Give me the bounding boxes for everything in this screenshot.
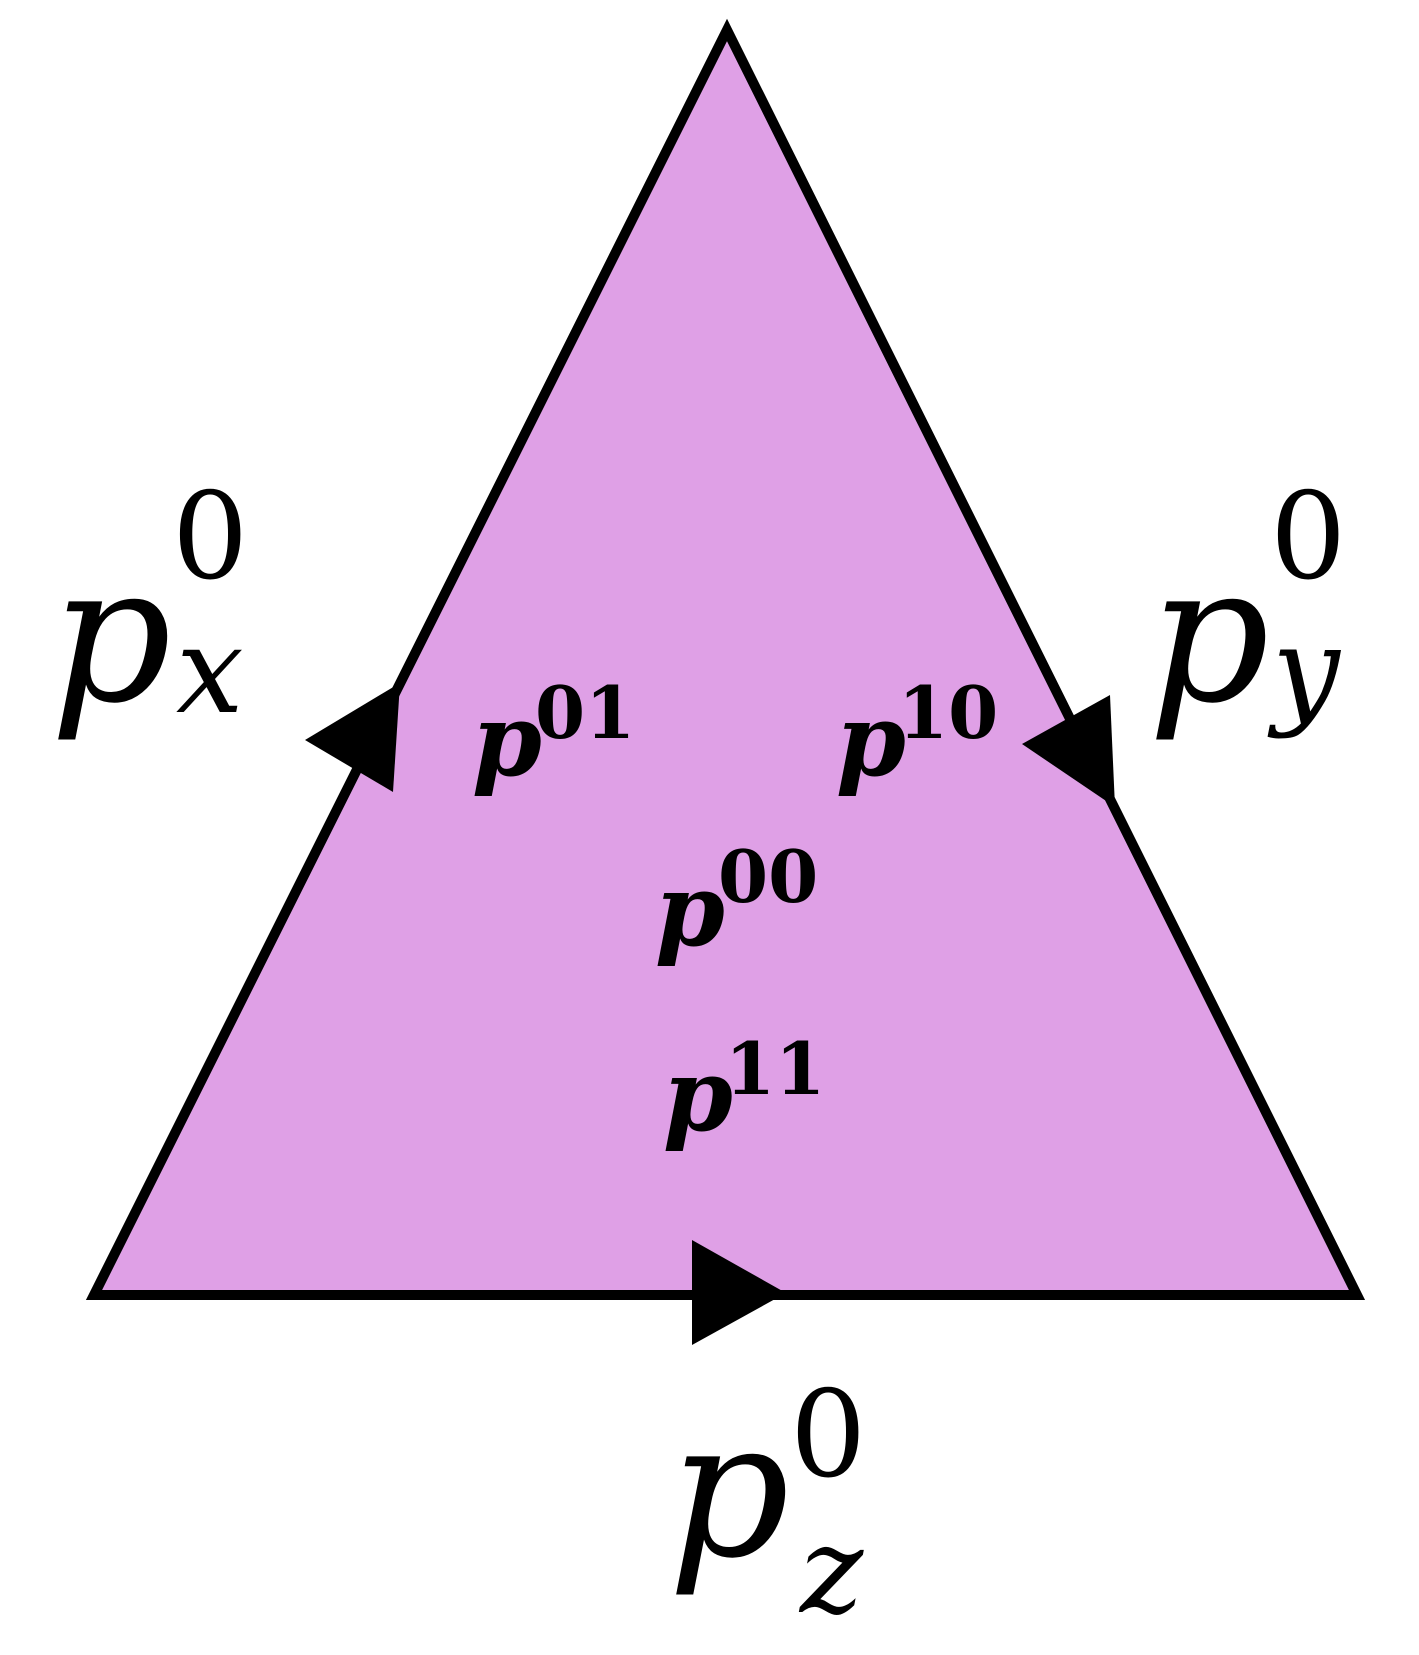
face-label-p00: p 00 (655, 834, 818, 969)
svg-text:p: p (836, 681, 906, 799)
svg-text:p: p (668, 1379, 790, 1600)
face-label-p11: p 11 (663, 1026, 825, 1154)
edge-label-left: p 0 x (50, 468, 248, 745)
svg-text:00: 00 (718, 834, 818, 919)
svg-text:0: 0 (172, 468, 248, 607)
svg-text:p: p (50, 524, 172, 745)
svg-text:0: 0 (790, 1366, 866, 1505)
svg-text:p: p (655, 851, 725, 969)
edge-label-bottom: p 0 z (668, 1366, 866, 1641)
svg-text:01: 01 (535, 670, 635, 755)
svg-text:p: p (472, 681, 542, 799)
svg-text:11: 11 (725, 1026, 825, 1111)
face-label-p10: p 10 (836, 670, 998, 799)
edge-label-right: p 0 y (1148, 468, 1346, 745)
svg-text:y: y (1267, 602, 1342, 741)
right-edge-arrow-down-icon (1022, 695, 1115, 807)
svg-text:z: z (798, 1502, 864, 1641)
svg-text:p: p (663, 1036, 733, 1154)
left-edge-arrow-up-icon (305, 683, 400, 792)
face-label-p01: p 01 (472, 670, 635, 799)
svg-text:x: x (176, 602, 244, 741)
svg-text:0: 0 (1270, 468, 1346, 607)
bottom-edge-arrow-right-icon (692, 1240, 786, 1345)
svg-text:p: p (1148, 524, 1270, 745)
svg-text:10: 10 (898, 670, 998, 755)
